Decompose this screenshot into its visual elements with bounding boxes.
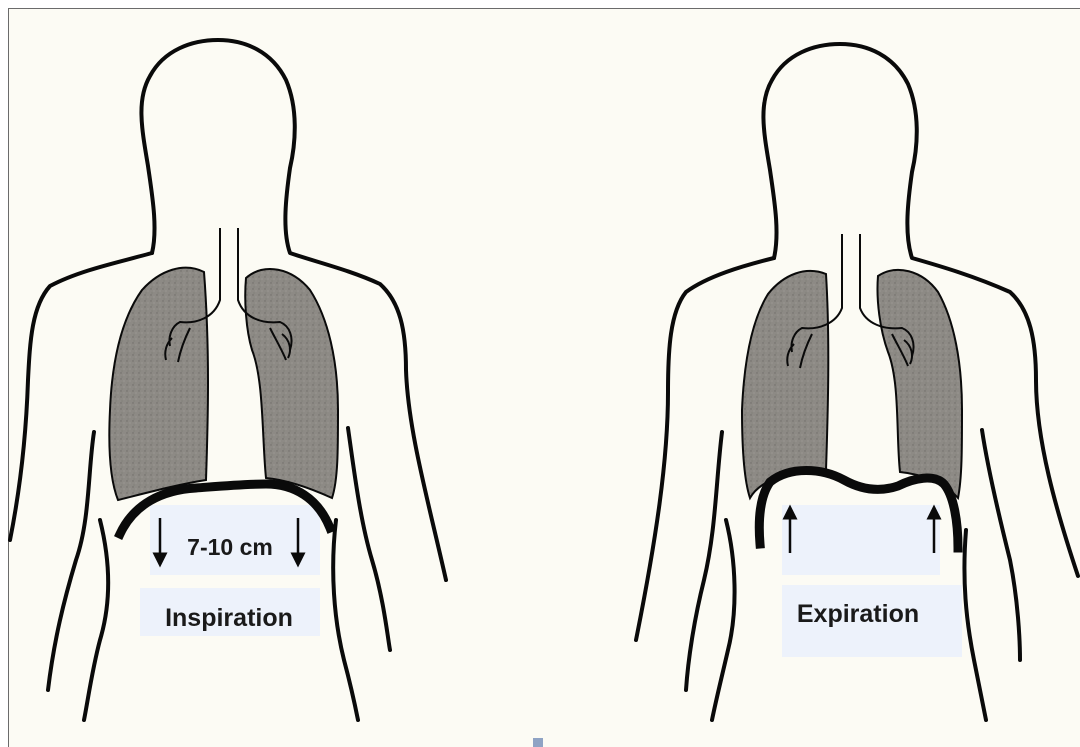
slide-marker: [533, 738, 543, 747]
inspiration-measurement-label: 7-10 cm: [187, 534, 273, 560]
expiration-arrow-highlight: [782, 505, 940, 575]
expiration-label: Expiration: [797, 600, 919, 628]
inspiration-label: Inspiration: [165, 604, 293, 632]
